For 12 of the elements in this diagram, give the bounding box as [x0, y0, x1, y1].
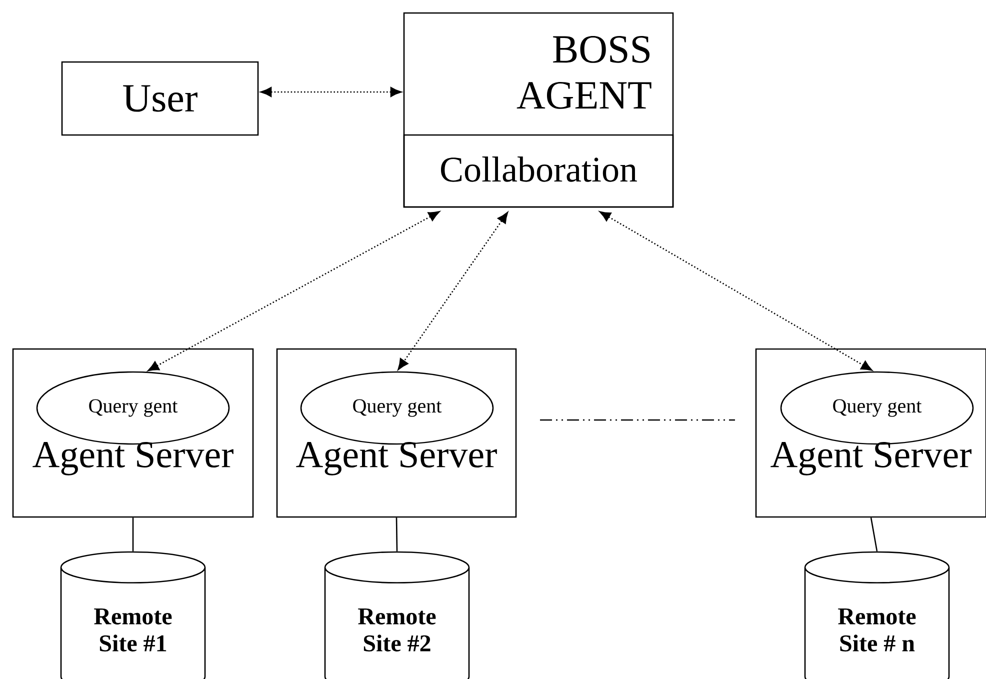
arrow: [148, 211, 440, 372]
arrow: [260, 87, 402, 97]
connector-line: [870, 518, 878, 552]
arrow: [398, 212, 508, 370]
database-cylinder: Remote Site #2: [324, 551, 470, 679]
arrow: [599, 211, 872, 371]
collaboration-compartment: Collaboration: [403, 134, 674, 208]
user-box: User: [61, 61, 259, 136]
database-cylinder: Remote Site # n: [804, 551, 950, 679]
database-cylinder: Remote Site #1: [60, 551, 206, 679]
connector-line: [132, 518, 134, 552]
connector-line: [396, 518, 398, 552]
